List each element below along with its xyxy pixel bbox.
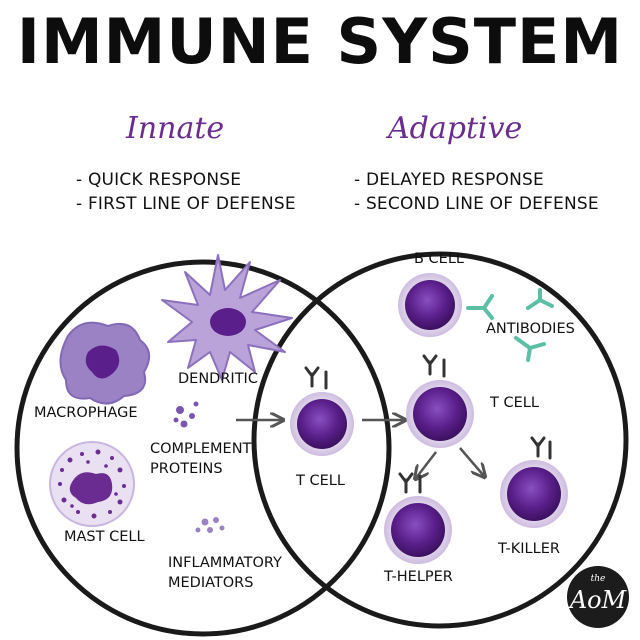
innate-heading: Innate bbox=[126, 111, 225, 146]
inflammatory-label-1: INFLAMMATORY bbox=[168, 555, 282, 571]
t-helper-label: T-HELPER bbox=[384, 569, 453, 585]
inflammatory-mediators-dots bbox=[195, 517, 225, 533]
antibodies-icons bbox=[466, 288, 554, 362]
overlap-t-cell-label: T CELL bbox=[296, 473, 345, 489]
innate-points: - QUICK RESPONSE - FIRST LINE OF DEFENSE bbox=[76, 168, 296, 216]
t-killer-label: T-KILLER bbox=[498, 541, 560, 557]
t-killer-cell bbox=[500, 436, 568, 528]
innate-point: - FIRST LINE OF DEFENSE bbox=[76, 194, 296, 214]
b-cell bbox=[398, 273, 462, 337]
t-helper-cell bbox=[384, 472, 452, 564]
adaptive-heading: Adaptive bbox=[388, 111, 523, 146]
complement-label-2: PROTEINS bbox=[150, 461, 223, 477]
mast-cell bbox=[49, 441, 135, 527]
dendritic-cell bbox=[161, 254, 293, 381]
arrow-to-t-helper bbox=[416, 451, 437, 478]
complement-label-1: COMPLEMENT bbox=[150, 441, 252, 457]
antibodies-label: ANTIBODIES bbox=[486, 321, 575, 337]
inflammatory-label-2: MEDIATORS bbox=[168, 575, 254, 591]
complement-proteins-dots bbox=[173, 401, 199, 428]
adaptive-circle bbox=[251, 251, 629, 629]
adaptive-point: - SECOND LINE OF DEFENSE bbox=[354, 194, 599, 214]
dendritic-label: DENDRITIC bbox=[178, 371, 258, 387]
adaptive-point: - DELAYED RESPONSE bbox=[354, 170, 544, 190]
adaptive-t-cell bbox=[406, 354, 474, 448]
logo-small-text: the bbox=[590, 574, 606, 584]
innate-point: - QUICK RESPONSE bbox=[76, 170, 242, 190]
mast-cell-label: MAST CELL bbox=[64, 529, 145, 545]
page-title: IMMUNE SYSTEM bbox=[16, 5, 624, 78]
innate-circle bbox=[14, 259, 392, 637]
b-cell-label: B CELL bbox=[414, 251, 464, 267]
aom-logo: the AoM bbox=[567, 566, 629, 628]
adaptive-points: - DELAYED RESPONSE - SECOND LINE OF DEFE… bbox=[354, 168, 599, 216]
logo-big-text: AoM bbox=[569, 586, 627, 614]
adaptive-t-cell-label: T CELL bbox=[490, 395, 539, 411]
overlap-t-cell bbox=[290, 366, 354, 456]
arrow-to-t-killer bbox=[459, 447, 484, 476]
macrophage-cell bbox=[59, 321, 151, 405]
macrophage-label: MACROPHAGE bbox=[34, 405, 138, 421]
